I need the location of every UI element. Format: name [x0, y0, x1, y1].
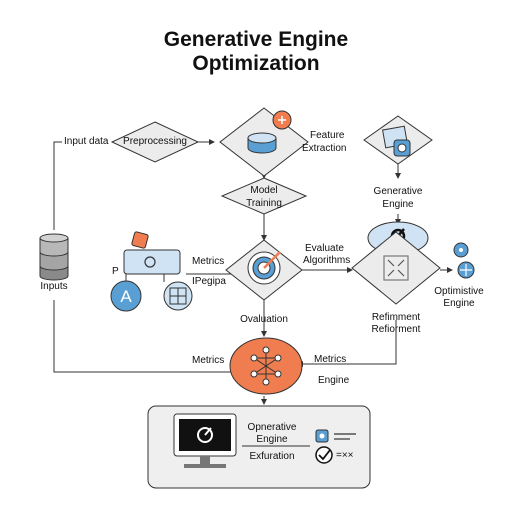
monitor-icon	[173, 413, 237, 468]
refinement-label-1: Refimment	[371, 312, 421, 323]
inputs-label: Inputs	[40, 281, 68, 292]
metrics-top-label: Metrics	[192, 256, 225, 267]
checkmark-icon	[315, 446, 333, 464]
neural-network-icon	[250, 346, 282, 386]
model-training-diamond	[220, 177, 308, 215]
inputs-to-inputdata-line	[53, 141, 62, 230]
model-training-label-1: Model	[250, 185, 278, 196]
check-text: =××	[336, 450, 354, 461]
metrics-left-label: Metrics	[192, 355, 225, 366]
engine-label: Engine	[318, 375, 350, 386]
generative-label-1: Generative	[373, 186, 423, 197]
inputs-to-hub-line	[53, 300, 232, 373]
expand-icon	[383, 255, 409, 281]
evaluate-label-1: Evaluate	[305, 243, 344, 254]
p-label: P	[112, 266, 119, 277]
settings-list-icon	[315, 429, 356, 443]
optimistive-label-1: Optimistive	[434, 286, 484, 297]
optimistive-label-2: Engine	[443, 298, 475, 309]
operative-label-1: Opnerative	[247, 422, 297, 433]
title-line-1: Generative Engine	[163, 28, 349, 51]
input-data-label: Input data	[64, 136, 109, 147]
letter-a-label: A	[120, 287, 132, 306]
target-icon	[247, 251, 281, 285]
ipegipa-label: IPegipa	[192, 276, 226, 287]
feature-label-2: Extraction	[302, 143, 347, 154]
exfuration-label: Exfuration	[249, 451, 295, 462]
preprocessing-label: Preprocessing	[123, 136, 187, 147]
operative-label-2: Engine	[256, 434, 288, 445]
document-icon	[382, 125, 411, 157]
refinement-to-hub-arrow	[297, 320, 397, 367]
inputs-icon-cluster	[110, 231, 193, 312]
ovaluation-label: Ovaluation	[240, 314, 288, 325]
generative-label-2: Engine	[382, 199, 414, 210]
model-training-label-2: Training	[246, 198, 282, 209]
feature-label-1: Feature	[310, 130, 345, 141]
refinement-diamond	[351, 231, 441, 305]
preprocessing-diamond	[110, 121, 200, 163]
metrics-right-label: Metrics	[314, 354, 347, 365]
network-nodes-icon	[453, 242, 475, 279]
title-line-2: Optimization	[192, 52, 320, 75]
refinement-label-2: Refiorment	[371, 324, 421, 335]
connector-lines	[53, 139, 453, 405]
evaluate-label-2: Algorithms	[303, 255, 351, 266]
database-icon	[39, 233, 69, 281]
layers-icon	[247, 110, 292, 154]
